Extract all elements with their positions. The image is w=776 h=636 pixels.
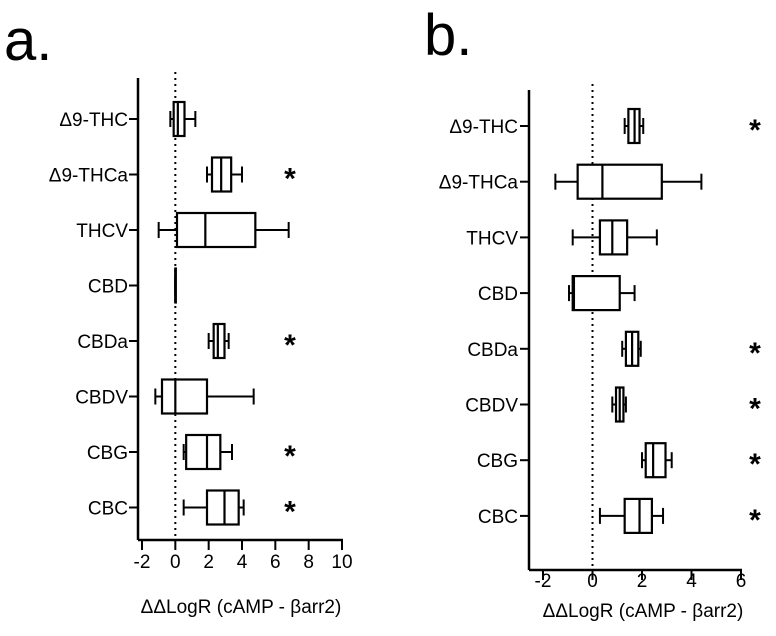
box-cbd: CBD bbox=[88, 267, 177, 304]
x-tick-label: 6 bbox=[736, 571, 747, 592]
x-tick-label: 2 bbox=[203, 552, 214, 573]
category-label: CBDa bbox=[467, 340, 518, 361]
box-cbd: CBD bbox=[478, 275, 636, 312]
box-cbda: CBDa * bbox=[77, 322, 296, 362]
significance-star: * bbox=[284, 496, 296, 529]
box-iqr bbox=[576, 163, 663, 200]
box-iqr bbox=[175, 211, 257, 249]
box--9-thc: Δ9-THC * bbox=[449, 107, 761, 147]
x-tick-label: 6 bbox=[270, 552, 281, 573]
category-label: CBC bbox=[88, 499, 128, 520]
significance-star: * bbox=[749, 504, 761, 537]
category-label: CBC bbox=[478, 507, 518, 528]
x-tick-label: 4 bbox=[686, 571, 697, 592]
box-thcv: THCV bbox=[466, 219, 658, 256]
category-label: Δ9-THCa bbox=[49, 166, 129, 187]
box-cbdv: CBDV * bbox=[465, 386, 761, 426]
box-iqr bbox=[185, 433, 222, 471]
category-label: CBDV bbox=[75, 388, 128, 409]
significance-star: * bbox=[749, 337, 761, 370]
box-iqr bbox=[598, 219, 629, 256]
category-label: Δ9-THC bbox=[59, 110, 128, 131]
x-tick-label: 8 bbox=[303, 552, 314, 573]
box-iqr bbox=[571, 275, 621, 312]
box-cbda: CBDa * bbox=[467, 330, 761, 370]
category-label: CBD bbox=[88, 277, 128, 298]
box-iqr bbox=[172, 100, 186, 138]
x-tick-label: 0 bbox=[170, 552, 181, 573]
x-tick-label: -2 bbox=[134, 552, 151, 573]
x-tick-label: -2 bbox=[535, 571, 552, 592]
box--9-thc: Δ9-THC bbox=[59, 100, 197, 138]
category-label: CBD bbox=[478, 284, 518, 305]
box-thcv: THCV bbox=[76, 211, 290, 249]
box-cbc: CBC * bbox=[88, 489, 296, 529]
x-axis-title: ΔΔLogR (cAMP - βarr2) bbox=[141, 597, 342, 618]
significance-star: * bbox=[749, 448, 761, 481]
panel-label: b. bbox=[424, 3, 472, 68]
box--9-thca: Δ9-THCa * bbox=[49, 156, 296, 196]
significance-star: * bbox=[284, 163, 296, 196]
box-iqr bbox=[160, 378, 209, 415]
box-iqr bbox=[205, 489, 240, 526]
x-tick-label: 10 bbox=[331, 552, 352, 573]
category-label: CBDa bbox=[77, 332, 128, 353]
category-label: Δ9-THCa bbox=[439, 173, 519, 194]
box-cbdv: CBDV bbox=[75, 378, 255, 415]
x-tick-label: 2 bbox=[637, 571, 648, 592]
category-label: CBG bbox=[477, 451, 518, 472]
panel-label: a. bbox=[4, 8, 52, 73]
box-iqr bbox=[644, 442, 667, 479]
category-label: THCV bbox=[76, 221, 128, 242]
box-cbg: CBG * bbox=[477, 442, 761, 481]
x-tick-label: 0 bbox=[587, 571, 598, 592]
box--9-thca: Δ9-THCa bbox=[439, 163, 703, 200]
category-label: CBG bbox=[87, 443, 128, 464]
significance-star: * bbox=[749, 393, 761, 426]
significance-star: * bbox=[749, 114, 761, 147]
category-label: CBDV bbox=[465, 396, 518, 417]
box-cbc: CBC * bbox=[478, 497, 761, 537]
x-tick-label: 4 bbox=[237, 552, 248, 573]
significance-star: * bbox=[284, 329, 296, 362]
box-cbg: CBG * bbox=[87, 433, 296, 473]
category-label: THCV bbox=[466, 228, 518, 249]
box-iqr bbox=[212, 322, 226, 360]
box-iqr bbox=[623, 497, 653, 534]
x-axis-title: ΔΔLogR (cAMP - βarr2) bbox=[543, 601, 744, 622]
category-label: Δ9-THC bbox=[449, 117, 518, 138]
significance-star: * bbox=[284, 440, 296, 473]
